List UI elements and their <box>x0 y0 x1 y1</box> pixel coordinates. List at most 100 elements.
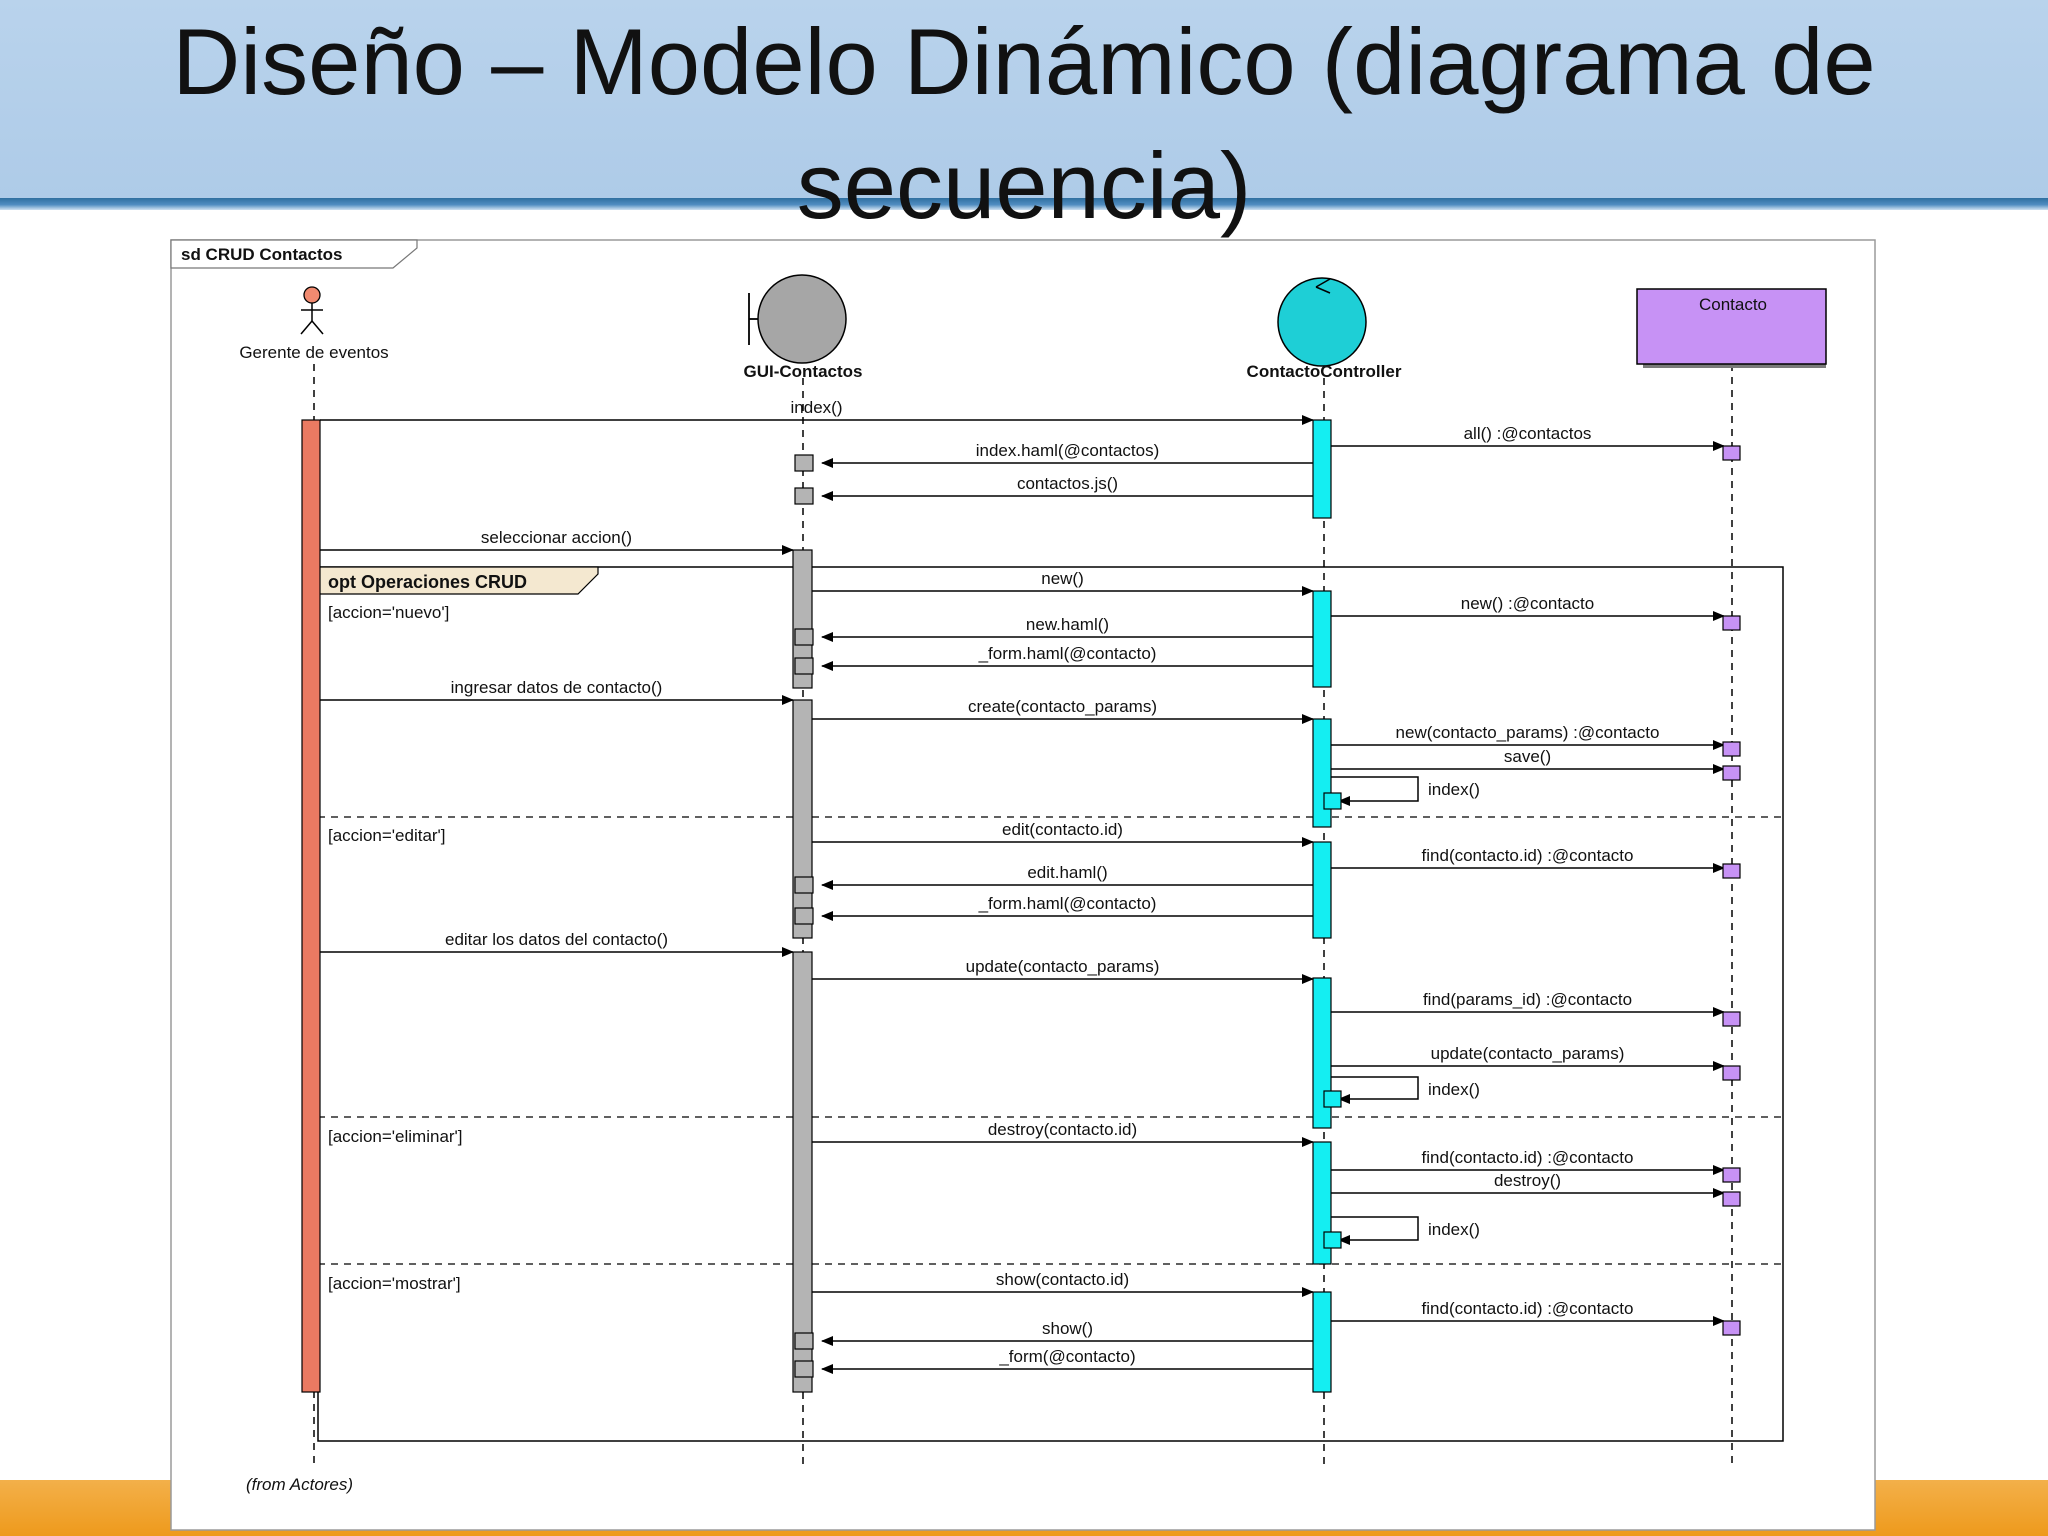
message: index.haml(@contactos) <box>821 441 1313 468</box>
message: index() <box>1331 1076 1480 1104</box>
message: _form(@contacto) <box>821 1347 1313 1374</box>
activation-bar-controller <box>1312 841 1332 939</box>
activation-bar-controller <box>1312 718 1332 828</box>
message-label: new() :@contacto <box>1461 594 1594 613</box>
activation-bar-controller <box>1312 590 1332 688</box>
execution-occurrence <box>1722 1011 1741 1027</box>
message-label: update(contacto_params) <box>966 957 1160 976</box>
guard-nuevo: [accion='nuevo'] <box>328 603 449 622</box>
message: _form.haml(@contacto) <box>821 644 1313 671</box>
message-label: new() <box>1041 569 1084 588</box>
execution-occurrence <box>1722 863 1741 879</box>
lifeline-actor-label: Gerente de eventos <box>239 343 388 362</box>
self-message-arrow <box>1331 1216 1419 1245</box>
execution-occurrence <box>794 628 814 646</box>
message-label: index() <box>1428 1080 1480 1099</box>
header-rule <box>0 198 2048 210</box>
message-label: create(contacto_params) <box>968 697 1157 716</box>
message: new() <box>812 569 1314 596</box>
execution-occurrence <box>794 1360 814 1378</box>
slide-title: Diseño – Modelo Dinámico (diagrama de se… <box>172 9 1876 238</box>
execution-occurrence <box>794 454 814 472</box>
message: create(contacto_params) <box>812 697 1314 724</box>
message-label: save() <box>1504 747 1551 766</box>
execution-occurrence <box>1722 741 1741 757</box>
message-label: destroy() <box>1494 1171 1561 1190</box>
message: index() <box>1331 1216 1480 1245</box>
execution-occurrence <box>1722 615 1741 631</box>
message-label: show() <box>1042 1319 1093 1338</box>
message: seleccionar accion() <box>320 528 794 555</box>
execution-occurrence <box>794 487 814 505</box>
execution-occurrence <box>794 1332 814 1350</box>
message-label: index() <box>1428 1220 1480 1239</box>
activation-bar-controller <box>1312 1291 1332 1393</box>
message: show() <box>821 1319 1313 1346</box>
message-label: index.haml(@contactos) <box>976 441 1160 460</box>
message: find(params_id) :@contacto <box>1331 990 1725 1017</box>
control-object-icon <box>1277 277 1367 367</box>
activation-bar-gui <box>792 951 813 1393</box>
message: destroy(contacto.id) <box>812 1120 1314 1147</box>
message-label: show(contacto.id) <box>996 1270 1129 1289</box>
message-label: contactos.js() <box>1017 474 1118 493</box>
execution-occurrence <box>1323 792 1342 810</box>
message-label: edit.haml() <box>1027 863 1107 882</box>
message-label: find(contacto.id) :@contacto <box>1422 1148 1634 1167</box>
message: index() <box>320 398 1314 425</box>
message-label: all() :@contactos <box>1464 424 1592 443</box>
execution-occurrence <box>794 657 814 675</box>
guard-eliminar: [accion='eliminar'] <box>328 1127 463 1146</box>
message: edit.haml() <box>821 863 1313 890</box>
self-message-arrow <box>1331 776 1419 806</box>
message: contactos.js() <box>821 474 1313 501</box>
message: new(contacto_params) :@contacto <box>1331 723 1725 750</box>
message: find(contacto.id) :@contacto <box>1331 1148 1725 1175</box>
message-label: destroy(contacto.id) <box>988 1120 1137 1139</box>
message-label: _form.haml(@contacto) <box>978 894 1157 913</box>
message: edit(contacto.id) <box>812 820 1314 847</box>
message-label: find(contacto.id) :@contacto <box>1422 846 1634 865</box>
message-label: find(contacto.id) :@contacto <box>1422 1299 1634 1318</box>
message: update(contacto_params) <box>812 957 1314 984</box>
messages: index() all() :@contactos index.haml(@cont… <box>320 398 1741 1378</box>
footer-note: (from Actores) <box>246 1475 353 1494</box>
execution-occurrence <box>1323 1231 1342 1249</box>
message-label: find(params_id) :@contacto <box>1423 990 1632 1009</box>
execution-occurrence <box>1722 1065 1741 1081</box>
actor-stick-figure-icon <box>300 286 324 335</box>
execution-occurrence <box>794 876 814 894</box>
message: index() <box>1331 776 1480 806</box>
execution-occurrence <box>794 907 814 925</box>
message: new() :@contacto <box>1331 594 1725 621</box>
message-label: ingresar datos de contacto() <box>451 678 663 697</box>
message: editar los datos del contacto() <box>320 930 794 957</box>
message-label: new(contacto_params) :@contacto <box>1396 723 1660 742</box>
message: _form.haml(@contacto) <box>821 894 1313 921</box>
message-label: index() <box>1428 780 1480 799</box>
frame-label: sd CRUD Contactos <box>181 245 343 264</box>
activation-bar-actor <box>301 419 321 1393</box>
message: update(contacto_params) <box>1331 1044 1725 1071</box>
opt-fragment-label: opt Operaciones CRUD <box>328 572 527 592</box>
lifeline-controller-label: ContactoController <box>1247 362 1402 381</box>
guard-mostrar: [accion='mostrar'] <box>328 1274 461 1293</box>
message: save() <box>1331 747 1725 774</box>
message-label: editar los datos del contacto() <box>445 930 668 949</box>
message: new.haml() <box>821 615 1313 642</box>
execution-occurrence <box>1722 445 1741 461</box>
execution-occurrence <box>1722 1320 1741 1336</box>
execution-occurrence <box>1323 1090 1342 1108</box>
execution-occurrence <box>1722 1167 1741 1183</box>
message-label: update(contacto_params) <box>1431 1044 1625 1063</box>
activation-bar-controller <box>1312 419 1332 519</box>
entity-box <box>1636 288 1827 365</box>
message-label: index() <box>791 398 843 417</box>
message: find(contacto.id) :@contacto <box>1331 1299 1725 1326</box>
slide-header <box>0 0 2048 200</box>
frame-label-tab <box>170 239 418 269</box>
boundary-object-icon <box>748 274 847 364</box>
message: ingresar datos de contacto() <box>320 678 794 705</box>
activation-bar-gui <box>792 699 813 939</box>
